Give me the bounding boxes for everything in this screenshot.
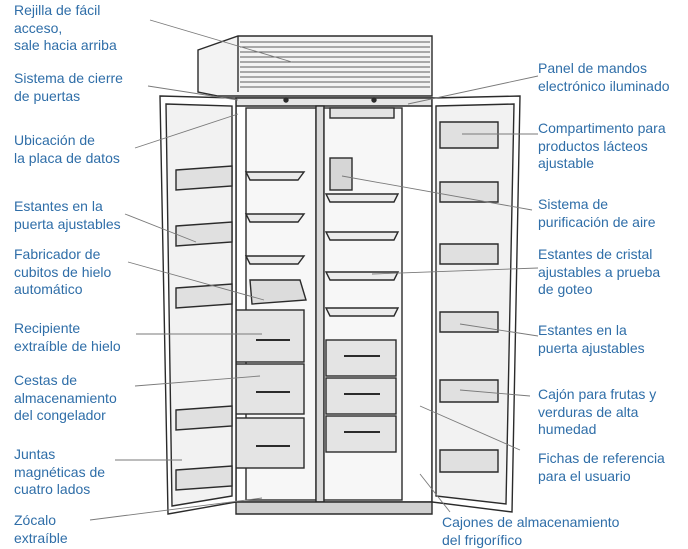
left-door-bins (175, 165, 233, 491)
refrigerator-illustration (159, 35, 521, 515)
top-control-strip (235, 97, 433, 107)
label-grille: Rejilla de fácil acceso, sale hacia arri… (14, 2, 117, 53)
label-left-door-shelves: Estantes en la puerta ajustables (14, 198, 121, 232)
label-reference-cards: Fichas de referencia para el usuario (538, 450, 665, 484)
label-air-purification: Sistema de purificación de aire (538, 196, 656, 230)
label-magnetic-gaskets: Juntas magnéticas de cuatro lados (14, 446, 106, 497)
label-right-door-shelves: Estantes en la puerta ajustables (538, 322, 645, 356)
label-fresh-food-drawers: Cajones de almacenamiento del frigorífic… (442, 514, 620, 548)
label-glass-shelves: Estantes de cristal ajustables a prueba … (538, 246, 661, 297)
basket-handles (256, 339, 290, 447)
label-kick-plate: Zócalo extraíble (14, 512, 68, 546)
label-crisper-drawer: Cajón para frutas y verduras de alta hum… (538, 386, 657, 437)
freezer-shelves (244, 171, 306, 265)
label-data-plate-location: Ubicación de la placa de datos (14, 132, 120, 166)
kick-plate (235, 501, 433, 515)
label-dairy-compartment: Compartimento para productos lácteos aju… (538, 120, 666, 171)
ice-maker (249, 279, 307, 305)
air-purifier (329, 157, 353, 191)
grille-slats (240, 41, 430, 88)
label-door-closing-system: Sistema de cierre de puertas (14, 70, 123, 104)
drawer-handles (344, 355, 380, 433)
label-ice-maker: Fabricador de cubitos de hielo automátic… (14, 246, 112, 297)
label-ice-bin: Recipiente extraíble de hielo (14, 320, 121, 354)
leader-lines (89, 19, 539, 521)
control-panel (329, 107, 395, 119)
center-mullion (315, 105, 325, 503)
right-door-bins (439, 121, 499, 473)
label-control-panel: Panel de mandos electrónico iluminado (538, 60, 670, 94)
label-freezer-baskets: Cestas de almacenamiento del congelador (14, 372, 117, 423)
fresh-food-drawers (325, 339, 397, 453)
